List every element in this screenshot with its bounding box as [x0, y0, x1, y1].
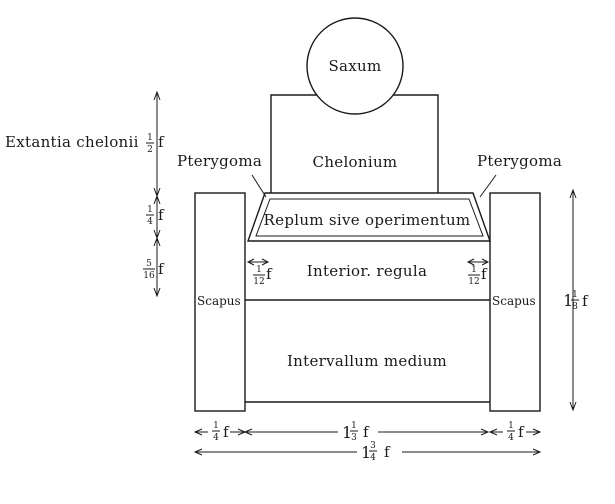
eighth-numerator: 1 [572, 290, 578, 300]
left-scapus [194, 192, 246, 412]
right-scapus [489, 192, 541, 412]
third-whole: 1 [342, 423, 352, 442]
three4-numerator: 3 [370, 441, 376, 451]
half-denominator: 2 [147, 145, 153, 155]
chelonium-label: Chelonium [313, 153, 398, 171]
third-unit: f [363, 423, 370, 441]
saxum-label: Saxum [328, 57, 381, 75]
scapus-right-label: Scapus [492, 294, 536, 308]
twelfth-left-unit: f [266, 265, 273, 283]
interior-regula-label: Interior. regula [307, 262, 427, 280]
pterygoma-left-pointer [251, 174, 267, 198]
scapus-left-label: Scapus [197, 294, 241, 308]
half-unit: f [158, 133, 165, 151]
replum-inner [255, 198, 484, 237]
twelfth-right-unit: f [481, 265, 488, 283]
quarter-br-denominator: 4 [508, 433, 514, 443]
twelfth-left-numerator: 1 [256, 265, 262, 275]
pterygoma-right-pointer [479, 174, 497, 198]
quarter-v-unit: f [158, 206, 165, 224]
five16-unit: f [158, 260, 165, 278]
twelfth-right-denominator: 12 [468, 277, 479, 287]
half-numerator: 1 [147, 133, 153, 143]
eighth-whole: 1 [563, 291, 573, 310]
three4-whole: 1 [361, 443, 371, 462]
three4-denominator: 4 [370, 453, 376, 463]
saxum-circle [306, 17, 404, 115]
third-denominator: 3 [351, 433, 357, 443]
replum-label: Replum sive operimentum [264, 211, 471, 229]
diagram-lines [194, 17, 541, 412]
quarter-br-unit: f [518, 423, 525, 441]
chelonium-box [270, 94, 439, 193]
quarter-v-numerator: 1 [147, 205, 153, 215]
third-numerator: 1 [351, 421, 357, 431]
twelfth-left-denominator: 12 [253, 277, 264, 287]
quarter-v-denominator: 4 [147, 217, 153, 227]
quarter-bl-denominator: 4 [213, 433, 219, 443]
quarter-bl-numerator: 1 [213, 421, 219, 431]
quarter-bl-unit: f [223, 423, 230, 441]
pterygoma-left-label: Pterygoma [177, 152, 262, 170]
three4-unit: f [384, 443, 391, 461]
twelfth-right-numerator: 1 [471, 265, 477, 275]
intervallum-label: Intervallum medium [287, 352, 447, 370]
quarter-br-numerator: 1 [508, 421, 514, 431]
eighth-denominator: 8 [572, 302, 578, 312]
eighth-unit: f [582, 292, 589, 310]
pterygoma-right-label: Pterygoma [477, 152, 562, 170]
five16-denominator: 16 [143, 271, 155, 281]
extantia-label: Extantia chelonii [5, 133, 139, 151]
five16-numerator: 5 [146, 259, 152, 269]
